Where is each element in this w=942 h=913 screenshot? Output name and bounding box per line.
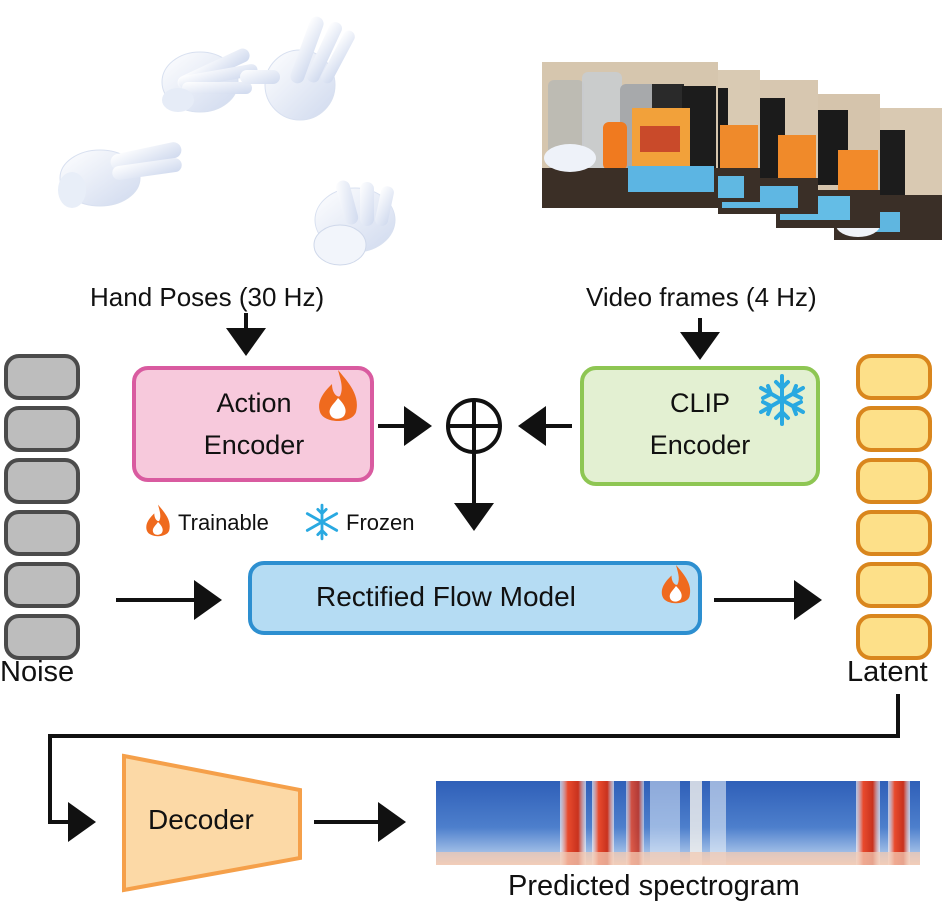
clip-encoder-box [580,366,820,486]
action-encoder-line2: Encoder [203,430,305,460]
clip-encoder-line1: CLIP [669,388,731,418]
legend-flame-icon [146,504,170,537]
action-encoder-line1: Action [216,388,292,418]
arrow-latent-to-decoder [48,694,900,842]
latent-token [856,510,932,556]
video-frames-image [542,62,942,240]
decoder-shape [122,753,302,893]
flow-flame-icon [661,565,691,604]
hand-poses-label: Hand Poses (30 Hz) [90,282,325,312]
flow-model-box [248,561,702,635]
hand-pose-2 [240,16,355,121]
hand-pose-1 [161,48,258,113]
action-encoder-label: Action Encoder [160,382,348,466]
noise-tokens [4,354,80,660]
noise-token [4,562,80,608]
spectrogram-image [436,781,920,865]
latent-label: Latent [847,656,928,688]
latent-token [856,458,932,504]
legend-trainable-label: Trainable [178,510,269,535]
noise-label: Noise [0,656,75,688]
latent-tokens [856,354,932,660]
legend-snowflake-icon [305,503,339,541]
latent-token [856,562,932,608]
clip-encoder-line2: Encoder [649,430,751,460]
latent-token [856,406,932,452]
decoder-label: Decoder [148,804,254,835]
spectrogram-label: Predicted spectrogram [508,870,800,902]
latent-token [856,614,932,660]
flow-model-label: Rectified Flow Model [316,581,576,612]
flame-icon [319,370,357,421]
clip-encoder-label: CLIP Encoder [610,382,790,466]
latent-token [856,354,932,400]
noise-token [4,510,80,556]
legend-frozen-label: Frozen [346,510,415,535]
hand-pose-3 [58,142,182,208]
noise-token [4,354,80,400]
noise-token [4,458,80,504]
action-encoder-box [132,366,374,482]
noise-token [4,614,80,660]
hand-pose-4 [313,180,396,266]
noise-token [4,406,80,452]
hand-poses-image [58,16,396,266]
snowflake-icon [759,374,805,426]
video-frames-label: Video frames (4 Hz) [586,282,817,312]
sum-node [446,398,502,454]
video-frame-0 [542,62,718,208]
arrows [48,313,900,842]
